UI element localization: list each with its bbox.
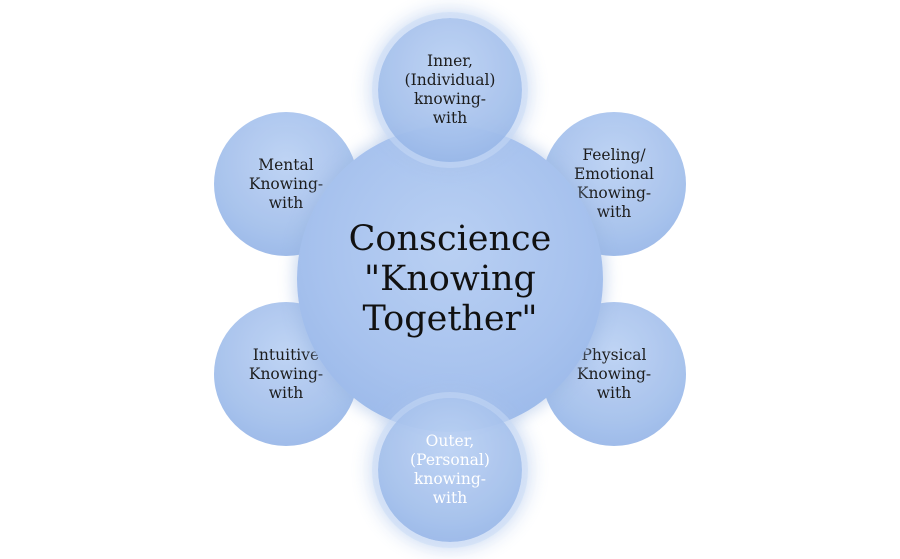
center-label: Conscience "Knowing Together" — [348, 219, 552, 339]
center-node: Conscience "Knowing Together" — [297, 126, 603, 432]
node-outer-label: Outer, (Personal) knowing- with — [410, 432, 490, 507]
node-physical-label: Physical Knowing- with — [576, 345, 652, 402]
node-intuitive-label: Intuitive Knowing- with — [248, 345, 324, 402]
node-mental-label: Mental Knowing- with — [248, 155, 324, 212]
node-feeling-label: Feeling/ Emotional Knowing- with — [573, 146, 655, 221]
node-inner-label: Inner, (Individual) knowing- with — [404, 52, 496, 127]
node-outer: Outer, (Personal) knowing- with — [378, 398, 522, 542]
node-inner: Inner, (Individual) knowing- with — [378, 18, 522, 162]
